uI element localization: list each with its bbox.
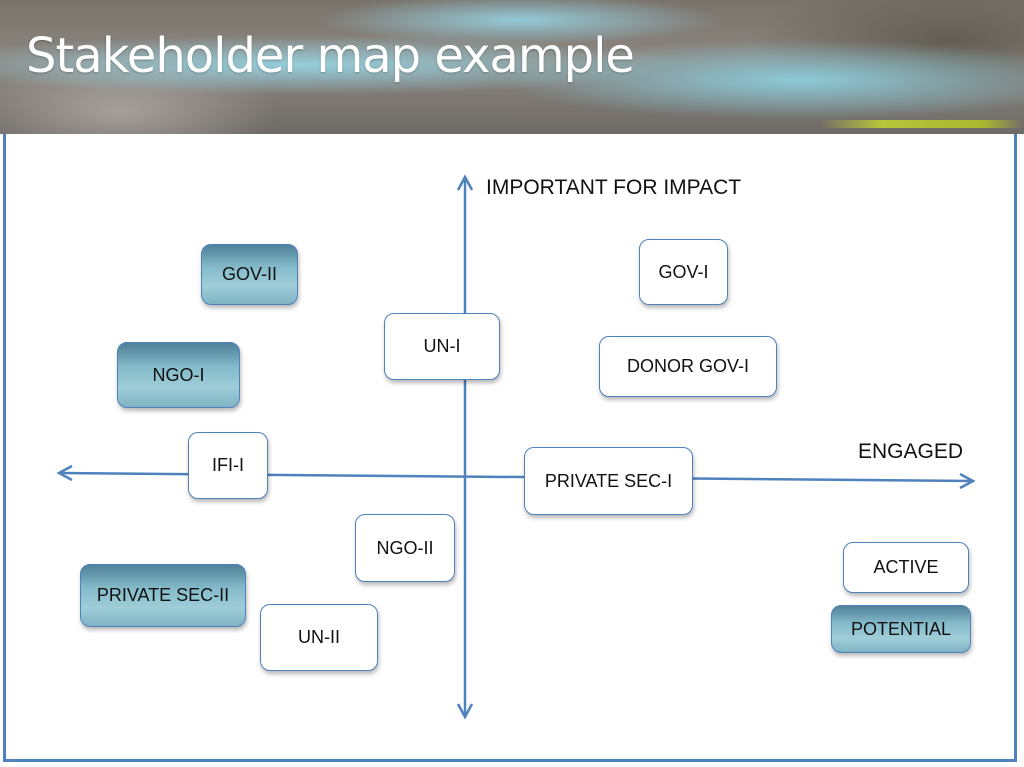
stakeholder-box[interactable]: UN-II xyxy=(260,604,378,671)
stakeholder-box[interactable]: DONOR GOV-I xyxy=(599,336,777,397)
legend-potential: POTENTIAL xyxy=(831,605,971,653)
content-frame xyxy=(3,134,1017,762)
y-axis-label: IMPORTANT FOR IMPACT xyxy=(486,176,742,199)
legend-active: ACTIVE xyxy=(843,542,969,593)
stakeholder-box[interactable]: PRIVATE SEC-I xyxy=(524,447,693,515)
header-banner: Stakeholder map example xyxy=(0,0,1024,134)
stakeholder-box[interactable]: NGO-II xyxy=(355,514,455,582)
banner-texture xyxy=(820,120,1024,128)
x-axis-label: ENGAGED xyxy=(858,440,964,463)
stakeholder-box[interactable]: UN-I xyxy=(384,313,500,380)
y-axis-arrow-down-icon xyxy=(456,703,474,720)
x-axis-arrow-right-icon xyxy=(959,472,976,490)
x-axis-arrow-left-icon xyxy=(56,464,73,482)
stakeholder-box[interactable]: IFI-I xyxy=(188,432,268,499)
slide-title: Stakeholder map example xyxy=(26,28,635,84)
stakeholder-box[interactable]: GOV-II xyxy=(201,244,298,305)
stakeholder-box[interactable]: PRIVATE SEC-II xyxy=(80,564,246,627)
y-axis-arrow-up-icon xyxy=(456,174,474,191)
stakeholder-box[interactable]: NGO-I xyxy=(117,342,240,408)
stakeholder-box[interactable]: GOV-I xyxy=(639,239,728,305)
